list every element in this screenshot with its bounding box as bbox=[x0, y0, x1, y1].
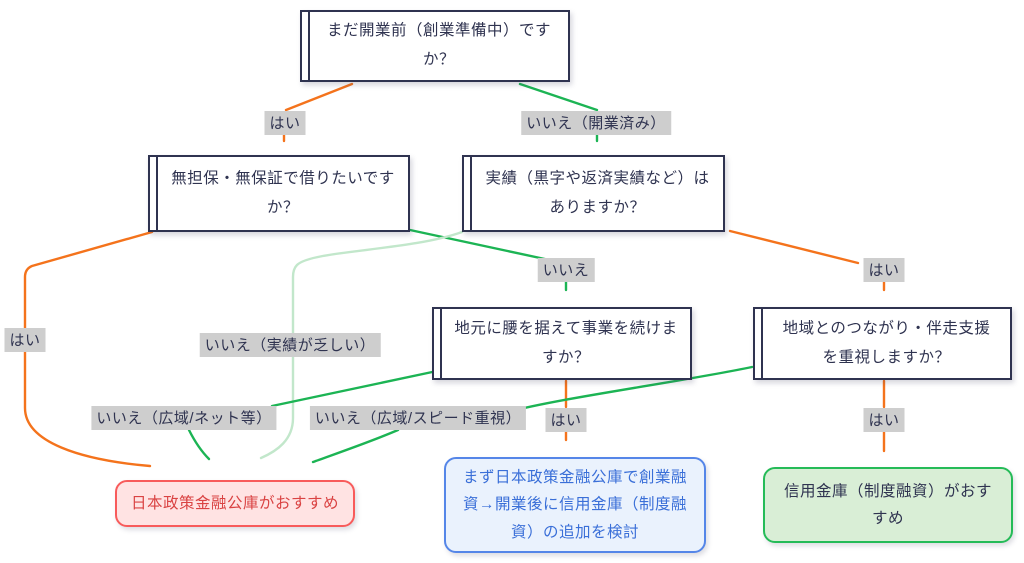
node-local-label: 地元に腰を据えて事業を続けますか？ bbox=[454, 319, 678, 366]
node-region-label: 地域とのつながり・伴走支援を重視しますか？ bbox=[782, 319, 991, 366]
node-unsecured-question: 無担保・無保証で借りたいですか？ bbox=[148, 155, 410, 232]
edge-label-start-no: いいえ（開業済み） bbox=[521, 111, 671, 135]
node-result-jfc-label: 日本政策金融公庫がおすすめ bbox=[130, 494, 339, 512]
node-result-jfc: 日本政策金融公庫がおすすめ bbox=[115, 480, 355, 527]
edge-label-track-no: いいえ（実績が乏しい） bbox=[199, 333, 381, 357]
node-divider-line bbox=[156, 157, 158, 230]
edge-unsecured-no bbox=[408, 228, 556, 263]
edge-label-region-no: いいえ（広域/スピード重視） bbox=[309, 406, 527, 430]
node-result-shinkin-label: 信用金庫（制度融資）がおすすめ bbox=[783, 482, 992, 527]
edge-region-no bbox=[506, 365, 754, 414]
node-track-record-label: 実績（黒字や返済実績など）はありますか？ bbox=[485, 169, 710, 216]
edge-label-unsecured-yes: はい bbox=[4, 328, 46, 352]
node-start-question: まだ開業前（創業準備中）ですか？ bbox=[300, 10, 570, 82]
node-divider-line bbox=[761, 309, 763, 378]
node-track-record-question: 実績（黒字や返済実績など）はありますか？ bbox=[462, 155, 725, 232]
edge-unsecured-yes bbox=[23, 230, 154, 468]
edge-local-no-arrow bbox=[187, 428, 211, 461]
edge-local-no bbox=[270, 369, 439, 408]
edge-label-track-yes: はい bbox=[863, 258, 905, 282]
node-divider-line bbox=[470, 157, 472, 230]
edge-track-no bbox=[259, 230, 464, 460]
node-result-shinkin: 信用金庫（制度融資）がおすすめ bbox=[763, 467, 1013, 543]
edge-start-yes bbox=[284, 82, 354, 112]
node-local-question: 地元に腰を据えて事業を続けますか？ bbox=[432, 307, 692, 380]
edge-track-yes bbox=[728, 229, 860, 265]
edge-label-local-yes: はい bbox=[545, 408, 587, 432]
node-divider-line bbox=[440, 309, 442, 378]
node-divider-line bbox=[308, 12, 310, 80]
node-result-combo: まず日本政策金融公庫で創業融資→開業後に信用金庫（制度融資）の追加を検討 bbox=[444, 457, 706, 553]
edge-label-unsecured-no: いいえ bbox=[537, 258, 595, 282]
edge-region-no-arrow bbox=[311, 428, 400, 464]
edge-start-no bbox=[518, 82, 599, 112]
node-unsecured-label: 無担保・無保証で借りたいですか？ bbox=[171, 169, 395, 216]
edge-label-start-yes: はい bbox=[264, 111, 306, 135]
node-start-label: まだ開業前（創業準備中）ですか？ bbox=[326, 22, 551, 68]
node-region-question: 地域とのつながり・伴走支援を重視しますか？ bbox=[753, 307, 1012, 380]
edge-label-region-yes: はい bbox=[863, 408, 905, 432]
node-result-combo-label: まず日本政策金融公庫で創業融資→開業後に信用金庫（制度融資）の追加を検討 bbox=[462, 469, 687, 541]
edge-label-local-no: いいえ（広域/ネット等） bbox=[91, 406, 277, 430]
